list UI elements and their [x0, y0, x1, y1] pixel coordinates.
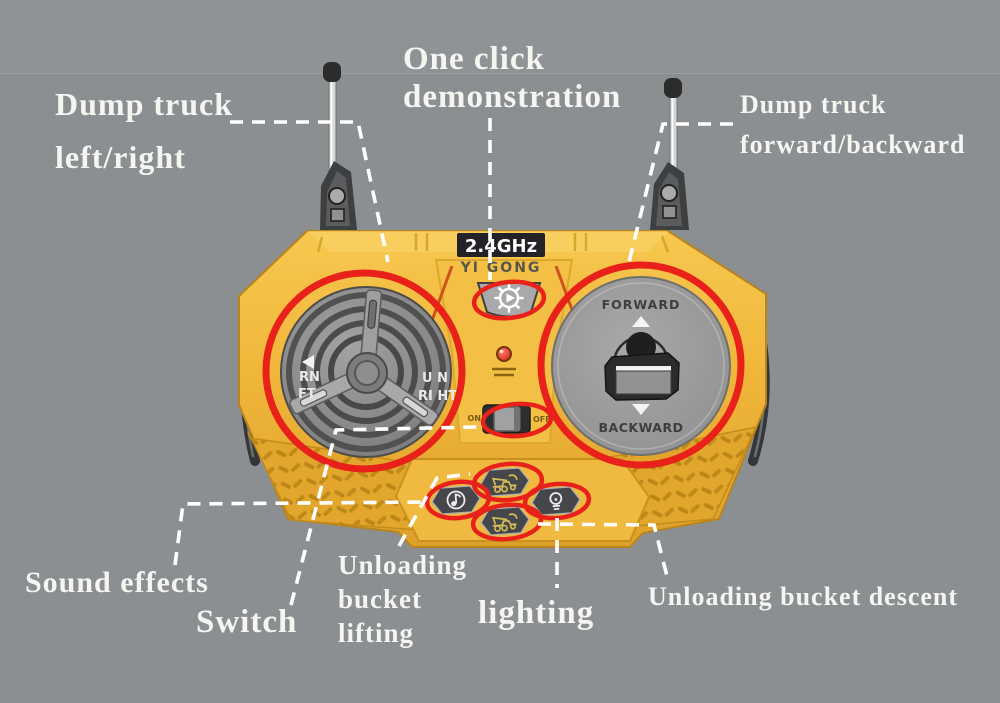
demo-button[interactable] [476, 282, 542, 318]
antenna-cap [323, 62, 341, 82]
svg-text:FT: FT [298, 387, 316, 402]
annotation-ring-descent [470, 502, 544, 542]
label-one-click-demo: One click demonstration [403, 41, 622, 115]
switch-on-label: ON [468, 414, 482, 423]
frequency-badge [457, 233, 545, 257]
power-led [496, 346, 512, 362]
annotation-ring-switch [480, 401, 554, 439]
backward-label: BACKWARD [599, 420, 684, 435]
label-bucket-lifting: Unloading bucket lifting [338, 550, 468, 648]
annotation-ring-wheel [262, 269, 466, 473]
leader-switch [289, 425, 479, 606]
leader-descent [537, 522, 670, 581]
annotation-ring-stick [537, 261, 745, 469]
light-bulb-icon [549, 492, 563, 511]
label-dump-truck-forward-backward: Dump truck forward/backward [740, 90, 966, 159]
annotation-ring-lift [471, 461, 545, 503]
label-switch: Switch [196, 604, 298, 640]
annotation-ring-demo [471, 279, 547, 321]
gear-play-icon [494, 283, 524, 313]
top-ridges [316, 233, 670, 253]
throttle-stick-control[interactable]: FORWARD BACKWARD [551, 276, 731, 456]
left-antenna [320, 62, 357, 230]
wheel-turn-right-label: U N [422, 371, 448, 386]
leader-lines [173, 118, 733, 606]
accent-trim [428, 265, 454, 327]
steering-wheel-control[interactable]: RN FT U N RI HT [280, 286, 457, 458]
leader-lift [397, 472, 471, 547]
background-seam [0, 0, 1000, 74]
svg-text:RI HT: RI HT [418, 389, 457, 404]
antenna-cap [664, 78, 682, 98]
music-note-icon [446, 490, 466, 510]
frequency-badge-text: 2.4GHz [465, 236, 537, 257]
switch-off-label: OFF [533, 415, 551, 424]
power-switch[interactable]: ON OFF [468, 404, 551, 434]
label-dump-truck-left-right: Dump truck left/right [55, 86, 234, 175]
annotation-ring-light [522, 481, 592, 521]
forward-arrow-icon [632, 316, 650, 327]
throttle-lever[interactable] [604, 352, 680, 401]
label-bucket-descent: Unloading bucket descent [648, 582, 959, 611]
leader-sound [173, 500, 430, 566]
button-tray [394, 458, 651, 542]
label-lighting: lighting [478, 595, 595, 631]
label-sound-effects: Sound effects [25, 566, 209, 599]
wheel-turn-left-label: RN [299, 370, 320, 385]
leader-left-right [230, 120, 390, 263]
right-antenna [650, 78, 689, 230]
forward-label: FORWARD [602, 297, 681, 312]
brand-text: YI GONG [460, 260, 542, 276]
backward-arrow-icon [632, 404, 650, 415]
turn-left-arrow-icon [302, 355, 314, 369]
annotation-rings [262, 261, 745, 542]
leader-forward-backward [627, 122, 733, 263]
